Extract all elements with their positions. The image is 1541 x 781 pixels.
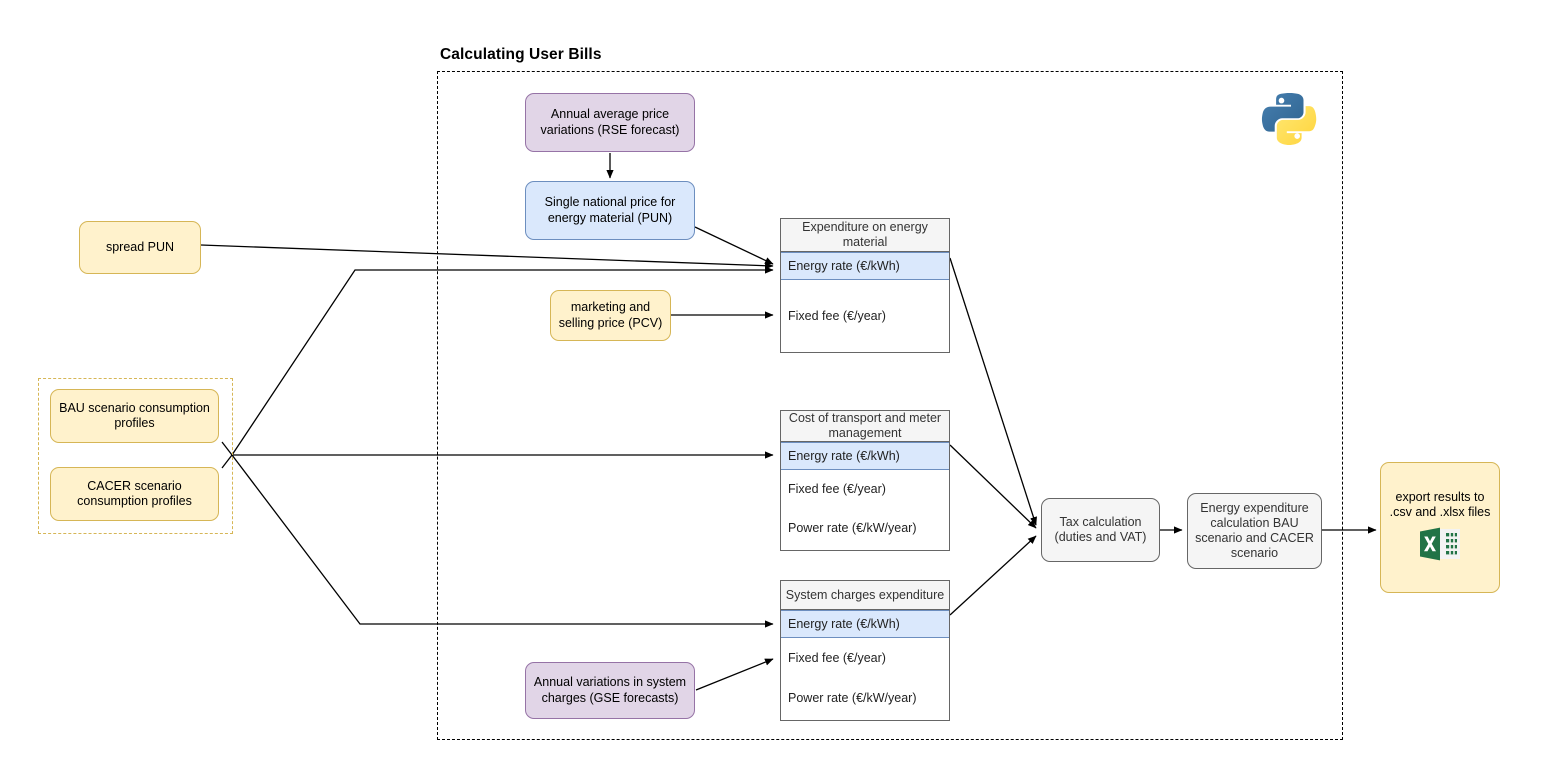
node-gse-forecast[interactable]: Annual variations in system charges (GSE… [525, 662, 695, 719]
table-header: System charges expenditure [781, 581, 949, 610]
python-logo-icon [1258, 88, 1322, 152]
diagram-title: Calculating User Bills [440, 46, 602, 63]
node-tax-calculation-label: Tax calculation (duties and VAT) [1054, 514, 1147, 544]
table-row[interactable]: Power rate (€/kW/year) [788, 521, 917, 535]
node-pcv[interactable]: marketing and selling price (PCV) [550, 290, 671, 341]
table-cost-of-transport-and-meter-management: Cost of transport and meter management E… [780, 410, 950, 551]
excel-file-icon [1418, 527, 1462, 565]
table-expenditure-on-energy-material: Expenditure on energy material Energy ra… [780, 218, 950, 353]
table-row[interactable]: Energy rate (€/kWh) [781, 610, 949, 638]
table-row[interactable]: Fixed fee (€/year) [788, 482, 886, 496]
node-pun-label: Single national price for energy materia… [544, 195, 676, 225]
calculating-user-bills-container [437, 71, 1343, 740]
node-gse-forecast-label: Annual variations in system charges (GSE… [533, 675, 687, 705]
table-header: Expenditure on energy material [781, 219, 949, 252]
table-row[interactable]: Fixed fee (€/year) [788, 651, 886, 665]
node-spread-pun-label: spread PUN [105, 239, 175, 254]
node-rse-forecast-label: Annual average price variations (RSE for… [540, 107, 680, 137]
table-row[interactable]: Energy rate (€/kWh) [781, 442, 949, 470]
table-row[interactable]: Energy rate (€/kWh) [781, 252, 949, 280]
node-pcv-label: marketing and selling price (PCV) [558, 300, 663, 330]
table-system-charges-expenditure: System charges expenditure Energy rate (… [780, 580, 950, 721]
node-tax-calculation[interactable]: Tax calculation (duties and VAT) [1041, 498, 1160, 562]
node-cacer-scenario-profiles-label: CACER scenario consumption profiles [77, 478, 192, 508]
node-pun[interactable]: Single national price for energy materia… [525, 181, 695, 240]
node-bau-scenario-profiles[interactable]: BAU scenario consumption profiles [50, 389, 219, 443]
node-energy-expenditure-calculation-label: Energy expenditure calculation BAU scena… [1195, 500, 1314, 561]
table-row[interactable]: Fixed fee (€/year) [788, 308, 886, 323]
node-rse-forecast[interactable]: Annual average price variations (RSE for… [525, 93, 695, 152]
table-header: Cost of transport and meter management [781, 411, 949, 442]
table-row[interactable]: Power rate (€/kW/year) [788, 691, 917, 705]
consumption-profiles-group [38, 378, 233, 534]
node-spread-pun[interactable]: spread PUN [79, 221, 201, 274]
node-bau-scenario-profiles-label: BAU scenario consumption profiles [59, 400, 210, 430]
node-energy-expenditure-calculation[interactable]: Energy expenditure calculation BAU scena… [1187, 493, 1322, 569]
node-export-results-label: export results to .csv and .xlsx files [1389, 490, 1491, 520]
node-export-results[interactable]: export results to .csv and .xlsx files [1380, 462, 1500, 593]
node-cacer-scenario-profiles[interactable]: CACER scenario consumption profiles [50, 467, 219, 521]
